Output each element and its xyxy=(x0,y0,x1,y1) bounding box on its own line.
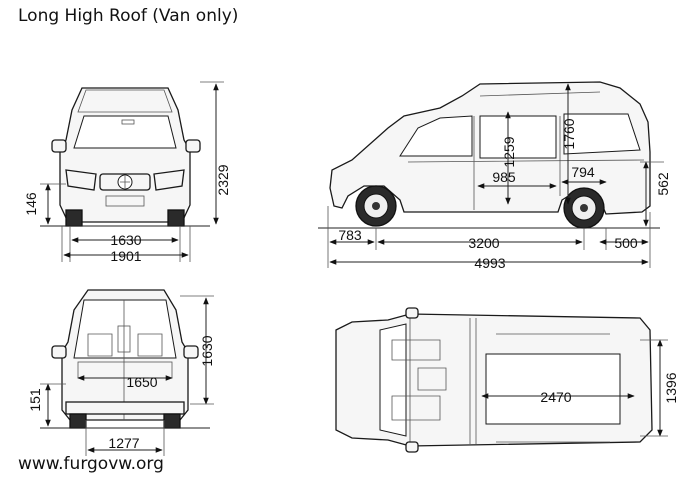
side-door-width-label: 985 xyxy=(492,169,516,185)
watermark: www.furgovw.org xyxy=(18,454,164,474)
rear-sill-height-label: 151 xyxy=(27,388,43,412)
rear-view: 1630 1650 151 1277 xyxy=(27,289,215,456)
top-view: 2470 1396 xyxy=(335,307,679,453)
side-interior-height-label: 1760 xyxy=(561,118,577,149)
side-length-label: 4993 xyxy=(474,255,505,271)
side-rear-door-width-label: 794 xyxy=(571,164,595,180)
front-view: 2329 146 1630 1901 xyxy=(23,81,231,264)
front-height-label: 2329 xyxy=(215,164,231,195)
rear-height-label: 1630 xyxy=(199,335,215,366)
side-view: 1259 1760 985 794 562 783 3200 500 4993 xyxy=(318,81,671,271)
front-ground-clearance-label: 146 xyxy=(23,192,39,216)
top-cargo-width-label: 1396 xyxy=(663,372,679,403)
front-width-label: 1901 xyxy=(110,248,141,264)
rear-interior-width-label: 1650 xyxy=(126,374,157,390)
side-sill-height-label: 562 xyxy=(655,172,671,196)
top-cargo-length-label: 2470 xyxy=(540,389,571,405)
page-title: Long High Roof (Van only) xyxy=(18,6,239,26)
rear-between-arches-label: 1277 xyxy=(108,435,139,451)
side-wheelbase-label: 3200 xyxy=(468,235,499,251)
front-track-label: 1630 xyxy=(110,232,141,248)
side-front-overhang-label: 783 xyxy=(338,227,362,243)
side-door-height-label: 1259 xyxy=(501,136,517,167)
side-rear-overhang-label: 500 xyxy=(614,235,638,251)
